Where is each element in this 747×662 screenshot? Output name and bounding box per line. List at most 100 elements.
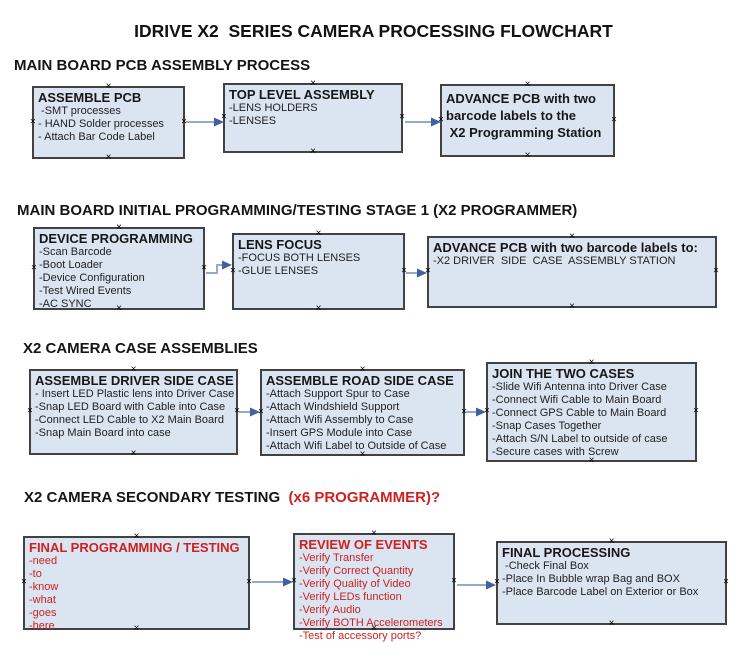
right-arrow-icon [239, 407, 260, 417]
connection-point-icon: × [569, 231, 575, 242]
box-item: -Verify Correct Quantity [299, 565, 414, 577]
flow-box-review-of-events[interactable]: × × × × REVIEW OF EVENTS -Verify Transfe… [291, 529, 457, 643]
box-item: -Snap LED Board with Cable into Case [35, 401, 226, 413]
connection-point-icon: × [494, 576, 500, 588]
page-title: IDRIVE X2 SERIES CAMERA PROCESSING FLOWC… [134, 21, 613, 41]
box-item: -Place In Bubble wrap Bag and BOX [502, 573, 680, 585]
box-item: -FOCUS BOTH LENSES [238, 252, 361, 264]
connection-point-icon: × [116, 222, 122, 233]
connection-point-icon: × [21, 576, 27, 588]
connection-point-icon: × [588, 455, 595, 466]
flow-box-top-level-assembly[interactable]: × × × × TOP LEVEL ASSEMBLY -LENS HOLDERS… [221, 79, 405, 157]
connection-point-icon: × [230, 265, 236, 276]
flow-arrow [251, 575, 294, 594]
box-title: JOIN THE TWO CASES [492, 366, 635, 381]
flow-box-assemble-pcb[interactable]: × × × × ASSEMBLE PCB -SMT processes - HA… [30, 82, 187, 163]
heading-black-part: X2 CAMERA SECONDARY TESTING [24, 489, 289, 506]
box-title: LENS FOCUS [238, 237, 322, 252]
connection-point-icon: × [371, 623, 377, 634]
box-item: -Boot Loader [39, 259, 103, 271]
box-item: -Device Configuration [39, 272, 145, 284]
flow-arrow [466, 405, 487, 424]
section-heading-initial-programming: MAIN BOARD INITIAL PROGRAMMING/TESTING S… [17, 202, 578, 219]
connection-point-icon: × [401, 265, 407, 276]
box-item: -know [29, 581, 59, 593]
box-item: -what [29, 594, 56, 606]
section-heading-case-assemblies: X2 CAMERA CASE ASSEMBLIES [23, 340, 258, 357]
box-title: DEVICE PROGRAMMING [39, 231, 193, 246]
connection-point-icon: × [399, 111, 405, 123]
connection-point-icon: × [291, 575, 297, 586]
box-item: -Snap Main Board into case [35, 427, 171, 439]
box-item: -Verify Quality of Video [299, 578, 411, 590]
flow-arrow [406, 266, 428, 285]
box-item: - HAND Solder processes [38, 118, 164, 130]
connection-point-icon: × [27, 405, 33, 417]
connection-point-icon: × [130, 448, 137, 459]
connection-point-icon: × [234, 405, 240, 417]
connection-point-icon: × [524, 150, 531, 161]
right-arrow-icon [406, 268, 427, 278]
flow-box-join-the-two-cases[interactable]: × × × × JOIN THE TWO CASES -Slide Wifi A… [484, 358, 699, 466]
box-item: -Attach Wifi Assembly to Case [266, 414, 414, 426]
box-item: - Insert LED Plastic lens into Driver Ca… [35, 388, 235, 400]
connection-point-icon: × [310, 78, 316, 89]
flow-box-device-programming[interactable]: × × × × DEVICE PROGRAMMING -Scan Barcode… [31, 223, 207, 314]
connection-point-icon: × [723, 576, 729, 588]
box-item: -Verify LEDs function [299, 591, 402, 603]
connection-point-icon: × [611, 114, 617, 125]
box-item: -LENS HOLDERS [229, 102, 318, 114]
box-item: -Check Final Box [502, 560, 589, 572]
box-item: -here [29, 620, 55, 632]
connection-point-icon: × [524, 79, 531, 90]
section-heading-secondary-testing: X2 CAMERA SECONDARY TESTING (x6 PROGRAMM… [24, 489, 440, 506]
flow-box-advance-pcb-programming-station[interactable]: × × × × ADVANCE PCB with two barcode lab… [438, 80, 617, 161]
box-item: -GLUE LENSES [238, 265, 319, 277]
box-item: -to [29, 568, 42, 580]
flow-box-assemble-road-side-case[interactable]: × × × × ASSEMBLE ROAD SIDE CASE -Attach … [258, 365, 467, 460]
box-item: -goes [29, 607, 57, 619]
section-heading-pcb-assembly: MAIN BOARD PCB ASSEMBLY PROCESS [14, 57, 311, 74]
flow-box-advance-pcb-driver-side[interactable]: × × × × ADVANCE PCB with two barcode lab… [425, 232, 719, 312]
connection-point-icon: × [359, 364, 366, 375]
flow-arrow [404, 115, 442, 134]
flow-box-lens-focus[interactable]: × × × × LENS FOCUS -FOCUS BOTH LENSES -G… [230, 229, 407, 314]
flow-arrow [456, 578, 497, 597]
box-item: -X2 DRIVER SIDE CASE ASSEMBLY STATION [433, 255, 676, 267]
connection-point-icon: × [246, 576, 252, 588]
connection-point-icon: × [359, 449, 366, 460]
box-item: -Scan Barcode [39, 246, 112, 258]
box-title: FINAL PROCESSING [502, 545, 631, 560]
box-item: -Connect Wifi Cable to Main Board [492, 394, 662, 406]
flow-box-assemble-driver-side-case[interactable]: × × × × ASSEMBLE DRIVER SIDE CASE - Inse… [27, 365, 240, 459]
connection-point-icon: × [181, 116, 187, 127]
right-arrow-icon [405, 117, 441, 127]
box-item: -Verify Transfer [299, 552, 374, 564]
box-title: ASSEMBLE PCB [38, 90, 142, 105]
box-item: -Verify BOTH Accelerometers [299, 617, 443, 629]
box-item: -Connect LED Cable to X2 Main Board [35, 414, 224, 426]
flow-box-final-processing[interactable]: × × × × FINAL PROCESSING -Check Final Bo… [494, 537, 729, 629]
right-arrow-icon [252, 577, 293, 587]
box-title: ADVANCE PCB with two barcode labels to t… [446, 91, 602, 140]
box-item: -need [29, 555, 58, 567]
connection-point-icon: × [484, 405, 490, 417]
box-title: REVIEW OF EVENTS [299, 537, 428, 552]
connection-point-icon: × [315, 228, 322, 239]
connection-point-icon: × [451, 575, 457, 586]
connection-point-icon: × [133, 531, 140, 542]
box-item: -Slide Wifi Antenna into Driver Case [492, 381, 667, 393]
flow-arrow [239, 405, 261, 424]
box-title: ASSEMBLE ROAD SIDE CASE [266, 373, 454, 388]
box-item: -Place Barcode Label on Exterior or Box [502, 586, 699, 598]
connection-point-icon: × [105, 152, 112, 163]
box-title: ASSEMBLE DRIVER SIDE CASE [35, 373, 234, 388]
box-item: -LENSES [229, 115, 277, 127]
connection-point-icon: × [693, 405, 699, 417]
connection-point-icon: × [221, 111, 227, 123]
flow-box-final-programming-testing[interactable]: × × × × FINAL PROGRAMMING / TESTING -nee… [21, 532, 252, 634]
connection-point-icon: × [588, 357, 595, 368]
connection-point-icon: × [116, 303, 122, 314]
connection-point-icon: × [130, 364, 137, 375]
